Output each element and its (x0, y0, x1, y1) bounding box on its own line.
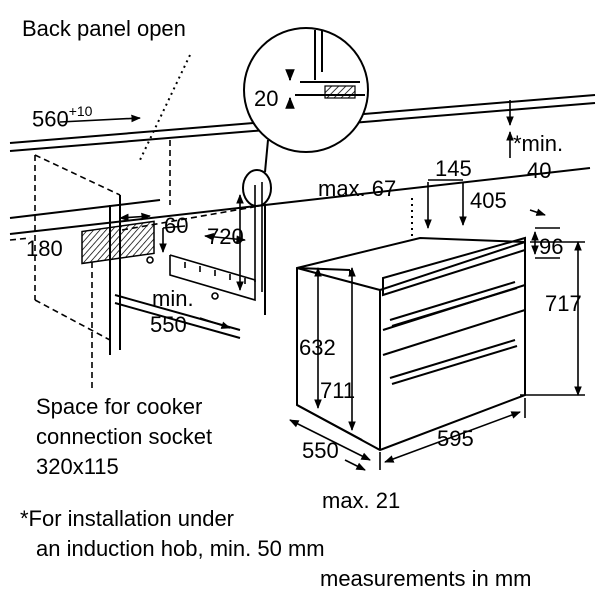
socket-space-hatch (81, 220, 155, 265)
dim-550-niche-label: 550 (150, 312, 187, 337)
min-label-niche: min. (152, 286, 194, 311)
dim-180-label: 180 (26, 236, 63, 261)
dim-711-label: 711 (320, 378, 356, 403)
induction-note-line1: *For installation under (20, 506, 235, 531)
dim-595-label: 595 (437, 426, 474, 451)
hidden-lines (9, 140, 266, 390)
dim-632-label: 632 (299, 335, 336, 360)
max-67-label: max. 67 (318, 176, 397, 201)
max-21-label: max. 21 (322, 488, 401, 513)
socket-note-line1: Space for cooker (36, 394, 203, 419)
units-label: measurements in mm (320, 566, 532, 591)
dim-60-label: 60 (164, 213, 189, 238)
width-560-label: 560+10 (32, 103, 93, 132)
dim-720-label: 720 (207, 224, 244, 249)
dim-550-depth-label: 550 (302, 438, 339, 463)
dim-96-label: 96 (539, 234, 564, 259)
socket-note-line2: connection socket (36, 424, 213, 449)
dim-20-label: 20 (254, 86, 279, 111)
width-560-value: 560 (32, 106, 69, 132)
min-40-star-label: *min. (513, 131, 564, 156)
induction-note-line2: an induction hob, min. 50 mm (36, 536, 325, 561)
dimension-lines (59, 100, 585, 471)
width-560-tolerance: +10 (68, 103, 93, 119)
leader-lines (139, 54, 413, 262)
dim-145-label: 145 (435, 156, 472, 181)
dim-405-label: 405 (470, 188, 507, 213)
dim-717-label: 717 (545, 291, 582, 316)
detail-magnifier (242, 27, 369, 207)
back-panel-label: Back panel open (22, 16, 186, 41)
dim-40-label: 40 (527, 158, 552, 183)
mounting-rail (146, 182, 263, 302)
socket-note-line3: 320x115 (36, 454, 119, 479)
